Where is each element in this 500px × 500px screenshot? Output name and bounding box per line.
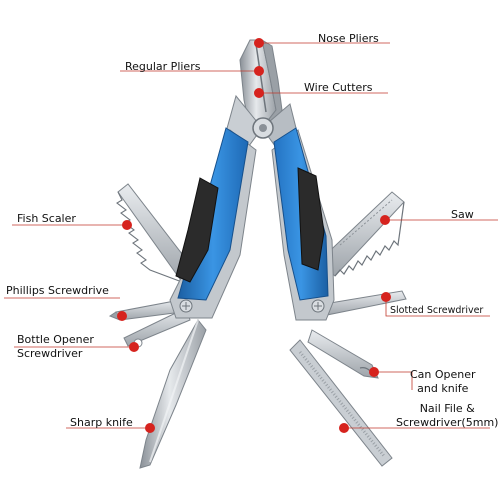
label-regular-pliers: Regular Pliers bbox=[125, 60, 201, 73]
sharp-knife-blade bbox=[139, 319, 207, 469]
callout-dots bbox=[117, 38, 391, 433]
label-sharp-knife: Sharp knife bbox=[70, 416, 133, 429]
label-saw: Saw bbox=[451, 208, 474, 221]
leader-can-opener bbox=[374, 371, 413, 390]
label-phillips-screwdriver: Phillips Screwdrive bbox=[6, 284, 109, 297]
dot-phillips bbox=[117, 311, 127, 321]
label-nail-file: Nail File & Screwdriver(5mm) bbox=[396, 402, 498, 430]
label-nail-file-line2: Screwdriver(5mm) bbox=[396, 416, 499, 429]
label-bottle-opener-line2: Screwdriver bbox=[17, 347, 83, 360]
dot-bottle-opener bbox=[129, 342, 139, 352]
dot-slotted bbox=[381, 292, 391, 302]
label-fish-scaler: Fish Scaler bbox=[17, 212, 76, 225]
leader-lines bbox=[4, 42, 498, 429]
left-handle bbox=[169, 127, 257, 319]
dot-fish-scaler bbox=[122, 220, 132, 230]
dot-nail-file bbox=[339, 423, 349, 433]
pliers-jaws bbox=[225, 38, 297, 151]
dot-regular-pliers bbox=[254, 66, 264, 76]
label-can-opener: Can Opener and knife bbox=[410, 368, 476, 396]
label-bottle-opener: Bottle Opener Screwdriver bbox=[17, 333, 94, 361]
dot-saw bbox=[380, 215, 390, 225]
dot-sharp-knife bbox=[145, 423, 155, 433]
label-can-opener-line1: Can Opener bbox=[410, 368, 476, 381]
label-wire-cutters: Wire Cutters bbox=[304, 81, 373, 94]
label-bottle-opener-line1: Bottle Opener bbox=[17, 333, 94, 346]
dot-nose-pliers bbox=[254, 38, 264, 48]
nail-file-blade bbox=[289, 339, 393, 467]
label-can-opener-line2: and knife bbox=[417, 382, 469, 395]
label-slotted-screwdriver: Slotted Screwdriver bbox=[390, 305, 484, 316]
label-nose-pliers: Nose Pliers bbox=[318, 32, 379, 45]
dot-wire-cutters bbox=[254, 88, 264, 98]
dot-can-opener bbox=[369, 367, 379, 377]
label-nail-file-line1: Nail File & bbox=[419, 402, 475, 415]
right-handle bbox=[271, 127, 335, 321]
leader-slotted bbox=[385, 297, 490, 317]
